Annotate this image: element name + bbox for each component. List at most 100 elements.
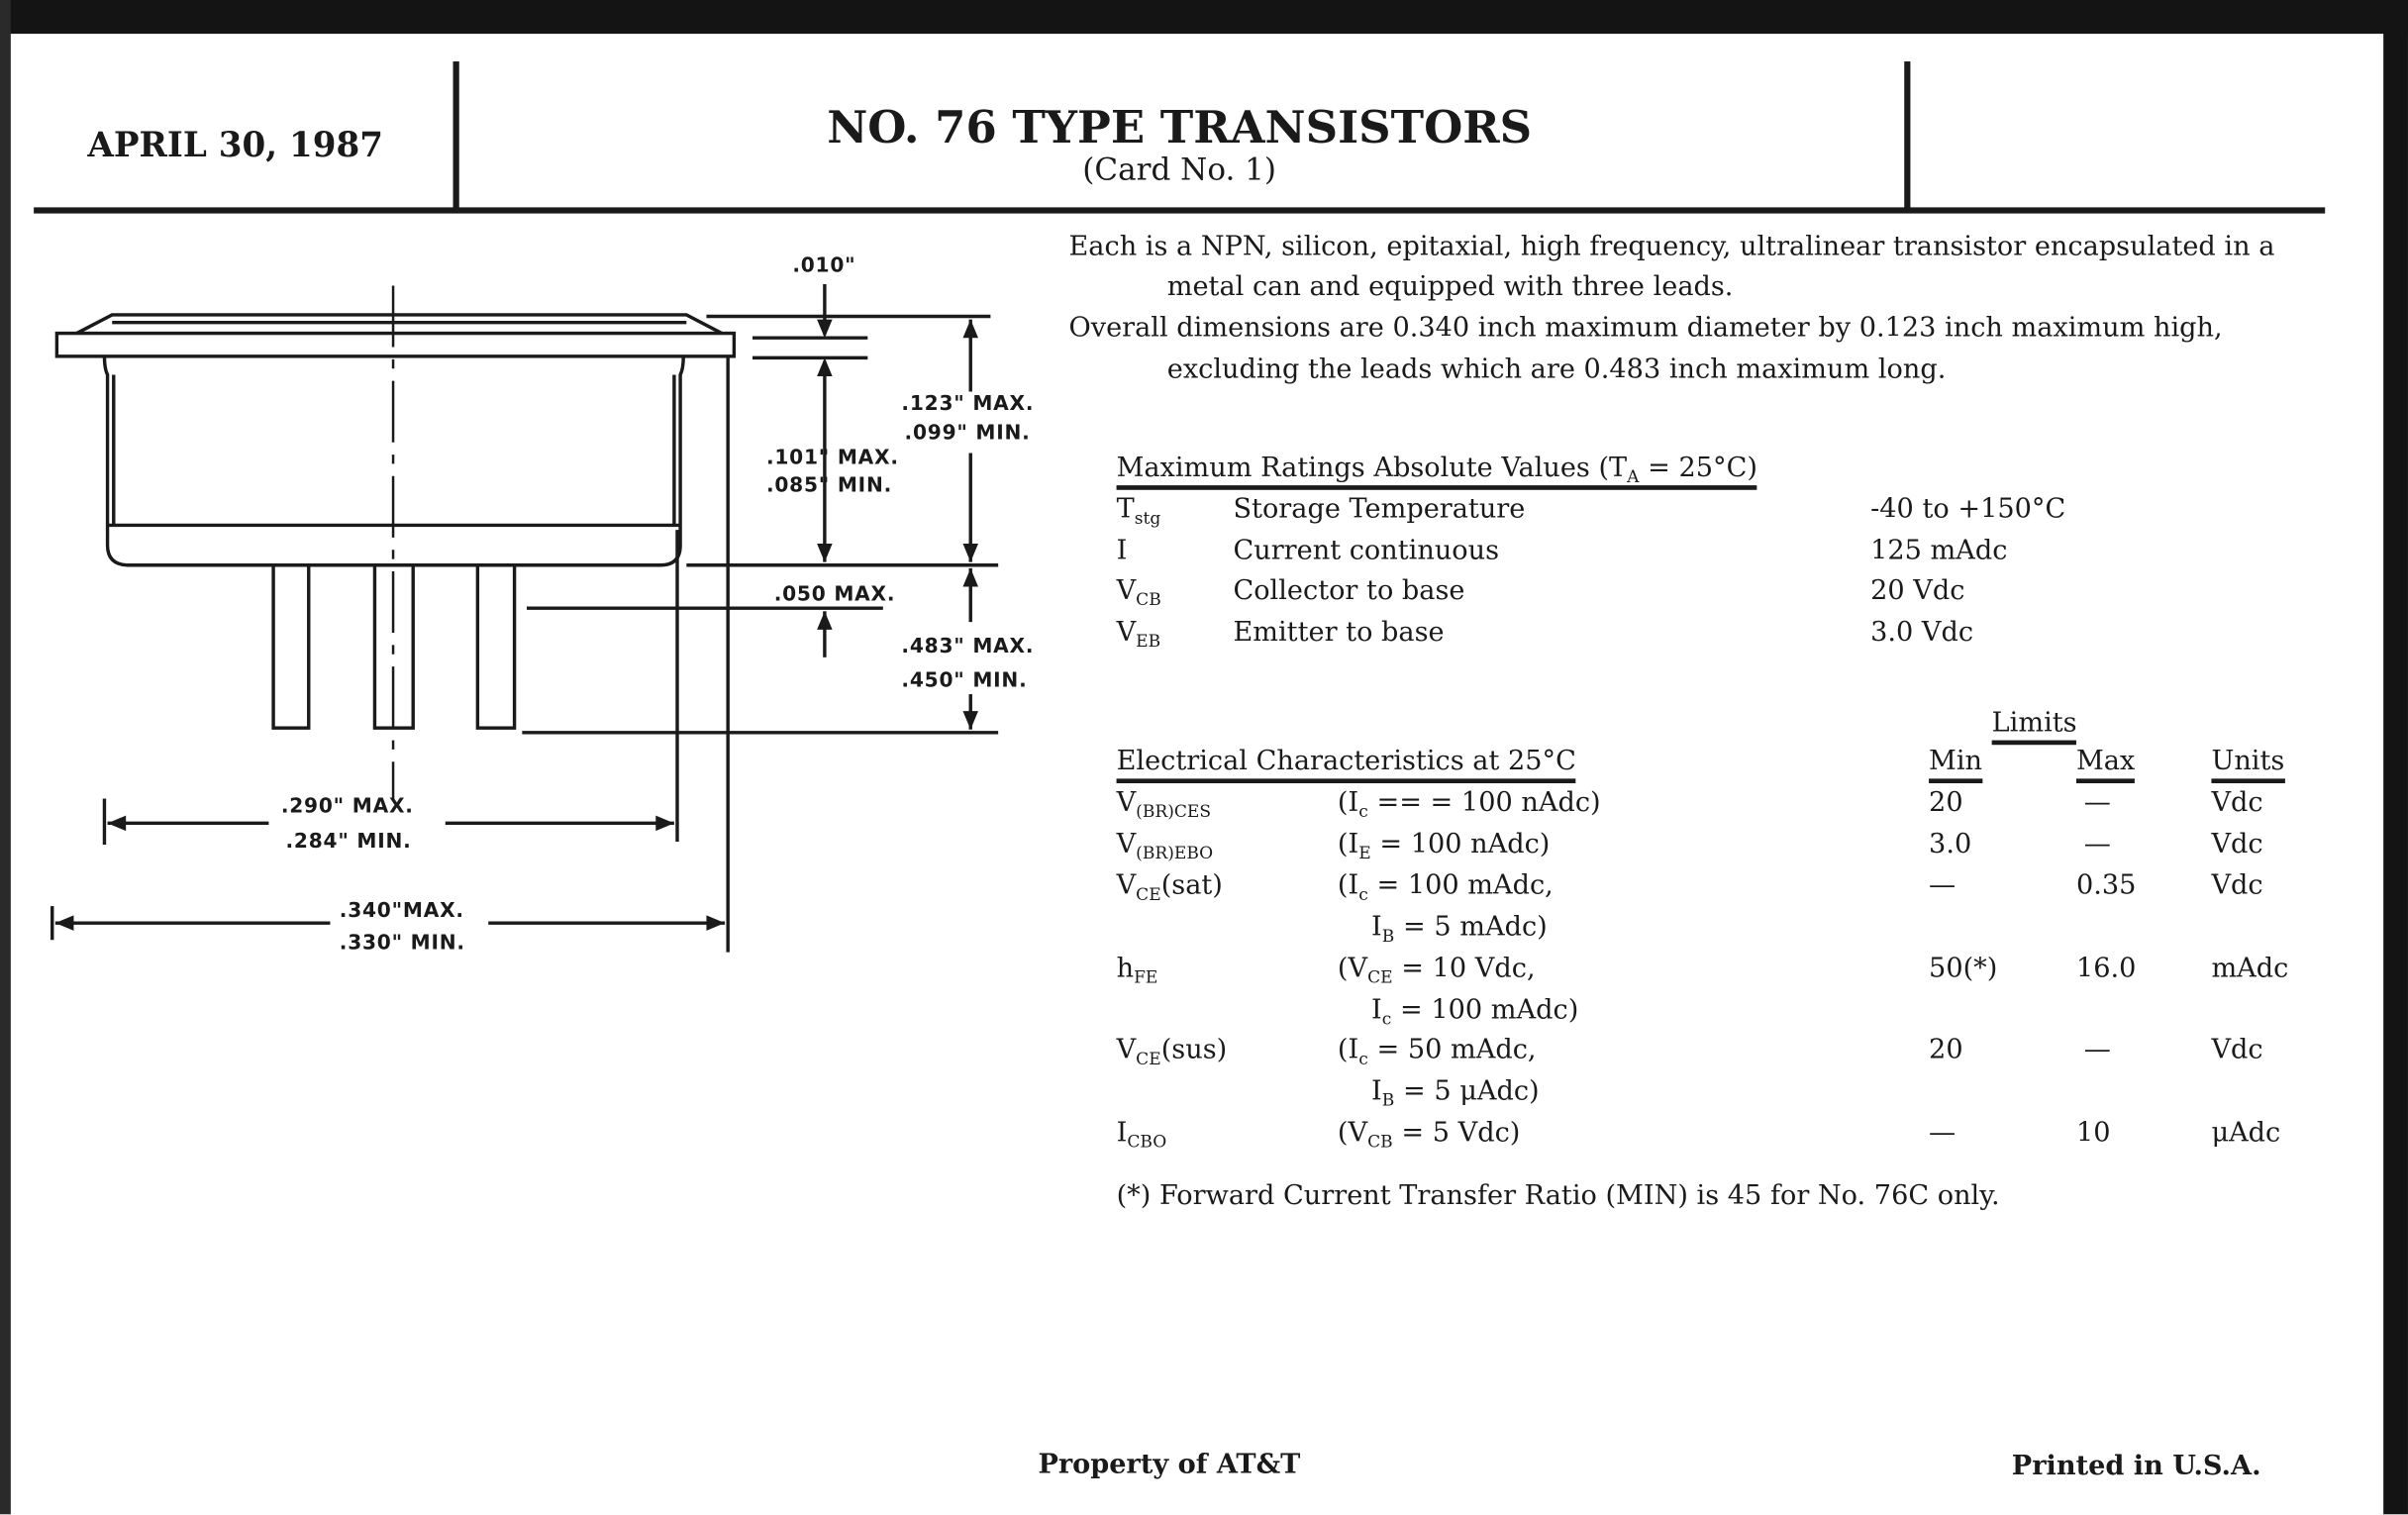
units-column-header: Units [2211, 746, 2285, 784]
description-text: Each is a NPN, silicon, epitaxial, high … [1068, 232, 2275, 263]
dim-label: .290" MAX. [281, 793, 414, 817]
test-condition-cont: Ic = 100 mAdc) [1371, 995, 1578, 1029]
description-text: metal can and equipped with three leads. [1166, 271, 1734, 303]
rating-description: Emitter to base [1233, 617, 1444, 648]
dim-label: .085" MIN. [766, 472, 892, 496]
card-date: APRIL 30, 1987 [87, 126, 383, 166]
symbol: V [1116, 575, 1137, 607]
cond-sub: c [1358, 884, 1368, 905]
test-condition: (IE = 100 nAdc) [1338, 830, 1550, 863]
symbol-subscript: CE [1136, 1049, 1161, 1069]
header-divider [1904, 61, 1911, 211]
min-value: 20 [1929, 1035, 1963, 1065]
symbol: h [1116, 954, 1135, 985]
cond: (I [1337, 829, 1359, 860]
min-column-header: Min [1929, 746, 1983, 784]
limits-heading: Limits [1991, 708, 2077, 746]
dim-label: .330" MIN. [340, 931, 465, 955]
units-label: Units [2211, 746, 2285, 784]
description-text: Overall dimensions are 0.340 inch maximu… [1068, 313, 2223, 345]
cond-end: = 5 mAdc) [1394, 912, 1548, 944]
cond-sub: CB [1367, 1132, 1393, 1153]
cond-sub: CE [1367, 967, 1393, 988]
ratings-heading-text: Maximum Ratings Absolute Values (T [1116, 453, 1628, 484]
scan-border-right [2383, 0, 2408, 1515]
cond-end: == = 100 nAdc) [1367, 787, 1601, 819]
cond-end: = 10 Vdc, [1392, 954, 1536, 985]
symbol: V [1116, 787, 1137, 819]
card-subtitle: (Card No. 1) [1082, 150, 1277, 188]
test-condition: (Ic == = 100 nAdc) [1338, 788, 1601, 822]
min: 50(*) [1929, 954, 1998, 985]
symbol: I [1116, 1118, 1128, 1150]
cond-sub: B [1381, 1090, 1395, 1111]
header-divider [452, 61, 459, 211]
description: Emitter to base [1233, 616, 1445, 648]
value: -40 to +150°C [1870, 494, 2066, 526]
cond: (I [1337, 1035, 1359, 1066]
ratings-heading: Maximum Ratings Absolute Values (TA = 25… [1116, 453, 1757, 490]
rating-description: Current continuous [1233, 536, 1499, 566]
max-value: — [2084, 1035, 2111, 1065]
max: — [2083, 1035, 2111, 1066]
lead [271, 563, 311, 730]
unit: Vdc [2211, 1035, 2263, 1066]
cond-end: = 50 mAdc, [1367, 1035, 1537, 1066]
cond: I [1371, 1076, 1382, 1108]
can-lip [75, 313, 723, 336]
param-symbol: VCE(sat) [1117, 870, 1223, 904]
dimension-arrowheads [54, 319, 978, 931]
symbol: T [1116, 494, 1135, 526]
test-condition: (VCB = 5 Vdc) [1338, 1118, 1520, 1152]
max-value: 0.35 [2076, 870, 2136, 901]
unit: Vdc [2211, 870, 2263, 902]
unit-value: μAdc [2211, 1118, 2280, 1149]
max: — [2083, 829, 2111, 860]
param-symbol: hFE [1117, 954, 1158, 987]
ratings-heading-sub: A [1627, 466, 1640, 487]
symbol: V [1116, 1035, 1137, 1066]
symbol-subscript: (BR)EBO [1136, 843, 1214, 863]
max: — [2083, 787, 2111, 819]
cond-end: = 100 mAdc) [1391, 995, 1579, 1027]
symbol-subscript: stg [1134, 508, 1161, 529]
unit-value: Vdc [2211, 830, 2262, 860]
transistor-outline-drawing: .010" .123" MAX. .099" MIN. .101" MAX. .… [50, 253, 1034, 955]
cond-end: = 5 μAdc) [1394, 1076, 1540, 1108]
symbol-suffix: (sus) [1160, 1035, 1228, 1066]
dim-label: .483" MAX. [901, 634, 1034, 657]
footer-property: Property of AT&T [1038, 1450, 1301, 1481]
rating-symbol: VEB [1117, 617, 1161, 651]
unit: Vdc [2211, 829, 2263, 860]
description: Collector to base [1233, 575, 1465, 607]
param-symbol: V(BR)CES [1117, 788, 1212, 822]
max-value: 16.0 [2076, 954, 2136, 984]
cond-end: = 5 Vdc) [1392, 1118, 1521, 1150]
card-title: NO. 76 TYPE TRANSISTORS [827, 101, 1533, 154]
description: Current continuous [1233, 535, 1500, 566]
unit-value: Vdc [2211, 870, 2262, 901]
cond-end: = 100 mAdc, [1367, 870, 1554, 902]
symbol-subscript: FE [1134, 967, 1158, 988]
min-value: — [1929, 870, 1956, 901]
cond: (I [1337, 787, 1359, 819]
can-flange [54, 331, 737, 358]
min-value: 20 [1929, 788, 1963, 819]
footer-printed: Printed in U.S.A. [2011, 1451, 2261, 1482]
symbol-suffix: (sat) [1160, 870, 1223, 902]
symbol-subscript: CB [1136, 589, 1161, 610]
footnote: (*) Forward Current Transfer Ratio (MIN)… [1116, 1180, 2000, 1212]
cond-sub: c [1358, 801, 1368, 822]
symbol: V [1116, 870, 1137, 902]
test-condition: (Ic = 100 mAdc, [1338, 870, 1554, 904]
symbol: V [1116, 616, 1137, 648]
max-column-header: Max [2075, 746, 2136, 784]
min: 3.0 [1929, 829, 1972, 860]
rating-value: 20 Vdc [1870, 576, 1964, 607]
scan-border-top [0, 0, 2408, 35]
min-value: 50(*) [1929, 954, 1997, 984]
max: 10 [2075, 1118, 2111, 1150]
test-condition: (VCE = 10 Vdc, [1338, 954, 1536, 987]
description-text: excluding the leads which are 0.483 inch… [1166, 354, 1947, 386]
min: — [1929, 1118, 1956, 1150]
